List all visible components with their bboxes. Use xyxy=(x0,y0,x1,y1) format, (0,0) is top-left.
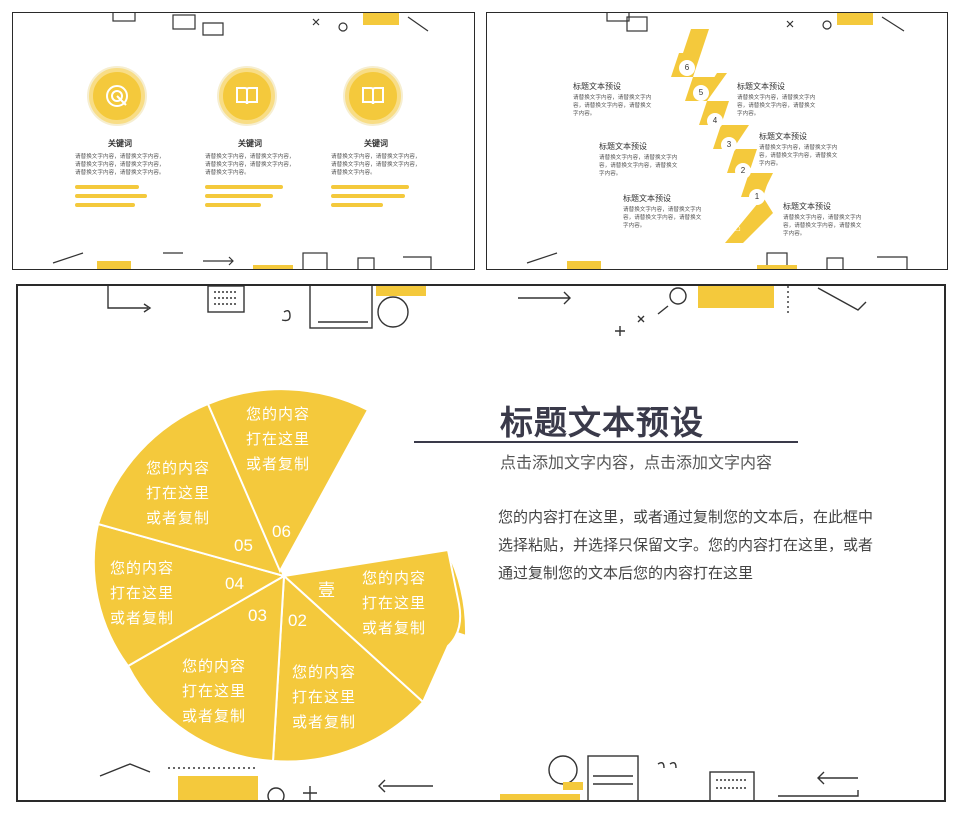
title-divider xyxy=(414,441,798,443)
accent-bar xyxy=(75,185,139,189)
pie-number-3: 03 xyxy=(248,606,267,625)
keyword-text: 请替换文字内容，请替换文字内容，请替换文字内容，请替换文字内容，请替换文字内容。 xyxy=(205,154,295,176)
pie-text-2: 您的内容打在这里或者复制 xyxy=(292,664,357,731)
keyword-text: 请替换文字内容，请替换文字内容，请替换文字内容，请替换文字内容，请替换文字内容，… xyxy=(75,154,165,176)
home-icon: ⌂ xyxy=(735,223,742,234)
pie-number-1: 壹 xyxy=(318,581,335,600)
slide-main-pie[interactable]: 壹 您的内容打在这里或者复制 02 您的内容打在这里或者复制 03 您的内容打在… xyxy=(16,284,946,802)
keyword-card-2: 关键词 请替换文字内容，请替换文字内容，请替换文字内容，请替换文字内容，请替换文… xyxy=(205,68,295,207)
step-number: 6 xyxy=(679,60,695,76)
slide-subtitle: 点击添加文字内容，点击添加文字内容 xyxy=(500,455,773,472)
accent-bar xyxy=(205,185,283,189)
step-label: 标题文本预设请替换文字内容，请替换文字内容，请替换文字内容，请替换文字内容。 xyxy=(783,202,862,237)
accent-bar xyxy=(75,203,135,207)
accent-bar xyxy=(331,203,383,207)
keyword-card-3: 关键词 请替换文字内容，请替换文字内容，请替换文字内容，请替换文字内容，请替换文… xyxy=(331,68,421,207)
pie-text-1: 您的内容打在这里或者复制 xyxy=(362,570,427,637)
keyword-title: 关键词 xyxy=(364,139,388,148)
step-number: 3 xyxy=(721,137,737,153)
pie-segment-2 xyxy=(271,573,425,763)
pie-number-5: 05 xyxy=(234,536,253,555)
book-icon xyxy=(345,68,401,124)
pie-text-5: 您的内容打在这里或者复制 xyxy=(146,460,211,527)
step-number: 5 xyxy=(693,85,709,101)
step-staircase xyxy=(526,13,908,269)
pie-text-4: 您的内容打在这里或者复制 xyxy=(110,560,175,627)
stationery-decoration xyxy=(52,13,432,269)
step-label: 标题文本预设请替换文字内容，请替换文字内容，请替换文字内容，请替换文字内容。 xyxy=(737,82,816,117)
step-label: 标题文本预设请替换文字内容，请替换文字内容，请替换文字内容，请替换文字内容。 xyxy=(759,132,838,167)
slide-title: 标题文本预设 xyxy=(500,404,704,441)
pie-text-6: 您的内容打在这里或者复制 xyxy=(246,406,311,473)
pie-text-3: 您的内容打在这里或者复制 xyxy=(182,658,247,725)
pie-segment-1-outer xyxy=(281,548,462,704)
step-number: 4 xyxy=(707,113,723,129)
keyword-title: 关键词 xyxy=(108,139,132,148)
pie-number-4: 04 xyxy=(225,574,244,593)
accent-bar xyxy=(75,194,147,198)
pie-number-2: 02 xyxy=(288,611,307,630)
pie-segment-5 xyxy=(96,402,286,578)
step-number: 2 xyxy=(735,163,751,179)
target-icon xyxy=(89,68,145,124)
body-text: 您的内容打在这里，或者通过复制您的文本后，在此框中选择粘贴，并选择只保留文字。您… xyxy=(498,509,874,582)
step-number: 1 xyxy=(749,189,765,205)
step-label: 标题文本预设请替换文字内容，请替换文字内容，请替换文字内容，请替换文字内容。 xyxy=(599,142,678,177)
stationery-decoration xyxy=(99,286,867,800)
slide-thumbnail-keywords[interactable]: 关键词 请替换文字内容，请替换文字内容，请替换文字内容，请替换文字内容，请替换文… xyxy=(12,12,475,270)
keyword-card-1: 关键词 请替换文字内容，请替换文字内容，请替换文字内容，请替换文字内容，请替换文… xyxy=(75,68,165,207)
pie-number-6: 06 xyxy=(272,522,291,541)
pie-segment-4 xyxy=(92,522,287,668)
step-label: 标题文本预设请替换文字内容，请替换文字内容，请替换文字内容，请替换文字内容。 xyxy=(573,82,652,117)
step-label: 标题文本预设请替换文字内容，请替换文字内容，请替换文字内容，请替换文字内容。 xyxy=(623,194,702,229)
accent-bar xyxy=(205,203,261,207)
pie-segment-6 xyxy=(206,388,370,574)
pie-segment-3 xyxy=(126,574,286,763)
accent-bar xyxy=(331,194,405,198)
slide-thumbnail-steps[interactable]: 6 5 4 3 2 1 ⌂ 标题文本预设请替换文字内容，请替换文字内容，请替换文… xyxy=(486,12,948,270)
pie-chart xyxy=(92,388,468,763)
accent-bar xyxy=(205,194,273,198)
keyword-text: 请替换文字内容，请替换文字内容，请替换文字内容，请替换文字内容，请替换文字内容。 xyxy=(331,154,421,176)
book-icon xyxy=(219,68,275,124)
accent-bar xyxy=(331,185,409,189)
keyword-title: 关键词 xyxy=(238,139,262,148)
